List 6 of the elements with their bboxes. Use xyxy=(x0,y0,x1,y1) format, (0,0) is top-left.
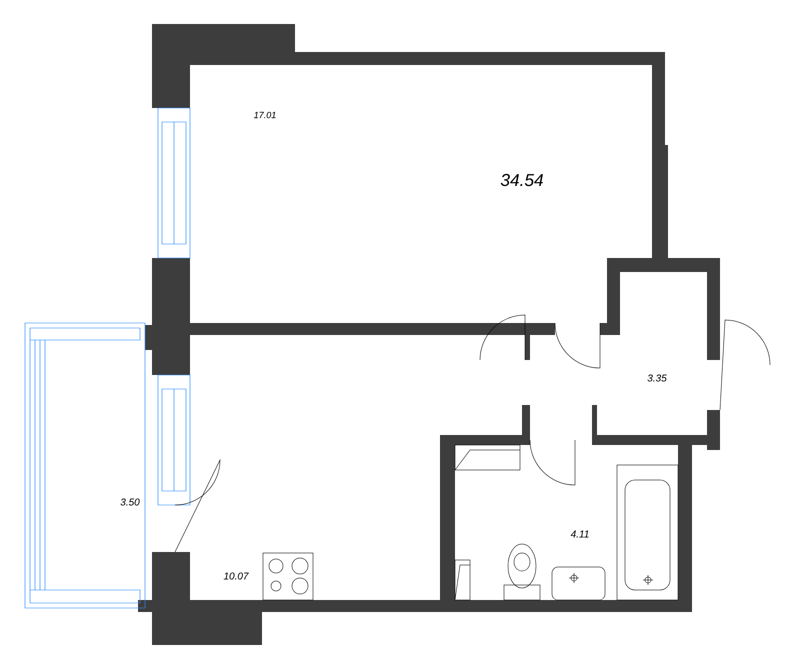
area-label: 3.35 xyxy=(648,374,667,382)
area-label: 34.54 xyxy=(500,174,543,186)
area-label: 3.50 xyxy=(120,498,140,506)
area-label: 10.07 xyxy=(224,572,249,580)
area-label: 17.01 xyxy=(254,112,276,118)
area-label: 4.11 xyxy=(570,530,589,538)
